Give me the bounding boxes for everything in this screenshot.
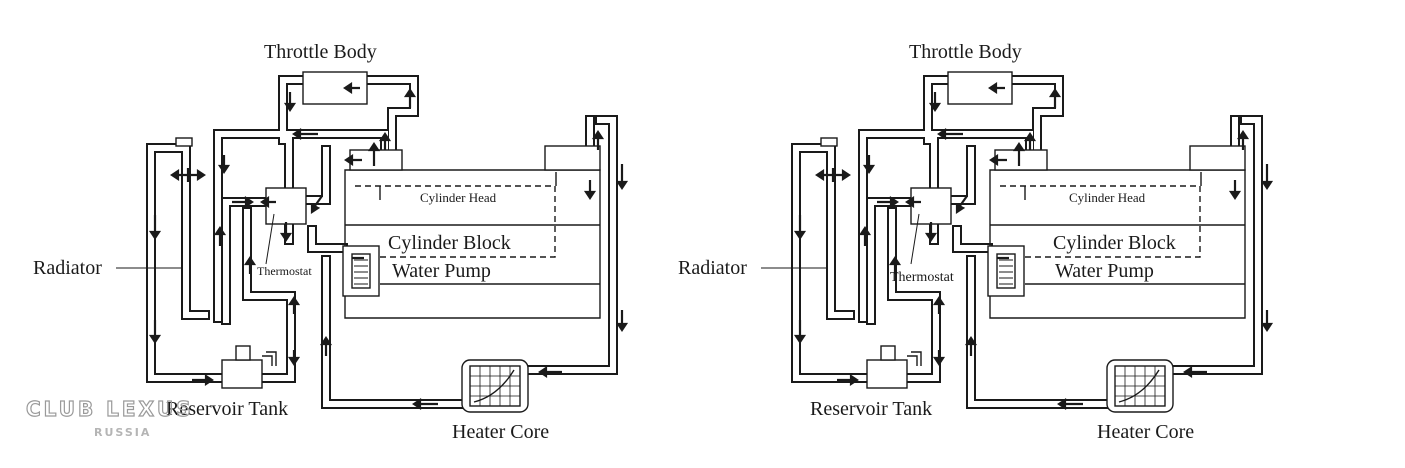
- heater-core-label: Heater Core: [452, 421, 549, 443]
- watermark: CLUB LEXUS RUSSIA: [25, 396, 194, 439]
- radiator-label: Radiator: [678, 257, 747, 279]
- thermostat-label: Thermostat: [890, 270, 954, 285]
- throttle-body-label: Throttle Body: [909, 41, 1022, 63]
- reservoir-tank-label: Reservoir Tank: [166, 398, 288, 420]
- cylinder-block-label: Cylinder Block: [1053, 232, 1176, 254]
- watermark-title: CLUB LEXUS: [26, 397, 194, 421]
- radiator-label: Radiator: [33, 257, 102, 279]
- cylinder-head-label: Cylinder Head: [1069, 190, 1146, 205]
- heater-core-label: Heater Core: [1097, 421, 1194, 443]
- cylinder-head-label: Cylinder Head: [420, 190, 497, 205]
- thermostat-label: Thermostat: [257, 264, 312, 278]
- water-pump-label: Water Pump: [1055, 260, 1154, 282]
- cooling-diagram-right: Throttle Body Cylinder Head Cylinder Blo…: [678, 41, 1271, 443]
- water-pump-label: Water Pump: [392, 260, 491, 282]
- watermark-subtitle: RUSSIA: [94, 426, 151, 439]
- cylinder-block-label: Cylinder Block: [388, 232, 511, 254]
- cooling-diagram-left: Throttle Body Cylinder Head Cylinder Blo…: [33, 41, 626, 443]
- reservoir-tank-label: Reservoir Tank: [810, 398, 932, 420]
- throttle-body-label: Throttle Body: [264, 41, 377, 63]
